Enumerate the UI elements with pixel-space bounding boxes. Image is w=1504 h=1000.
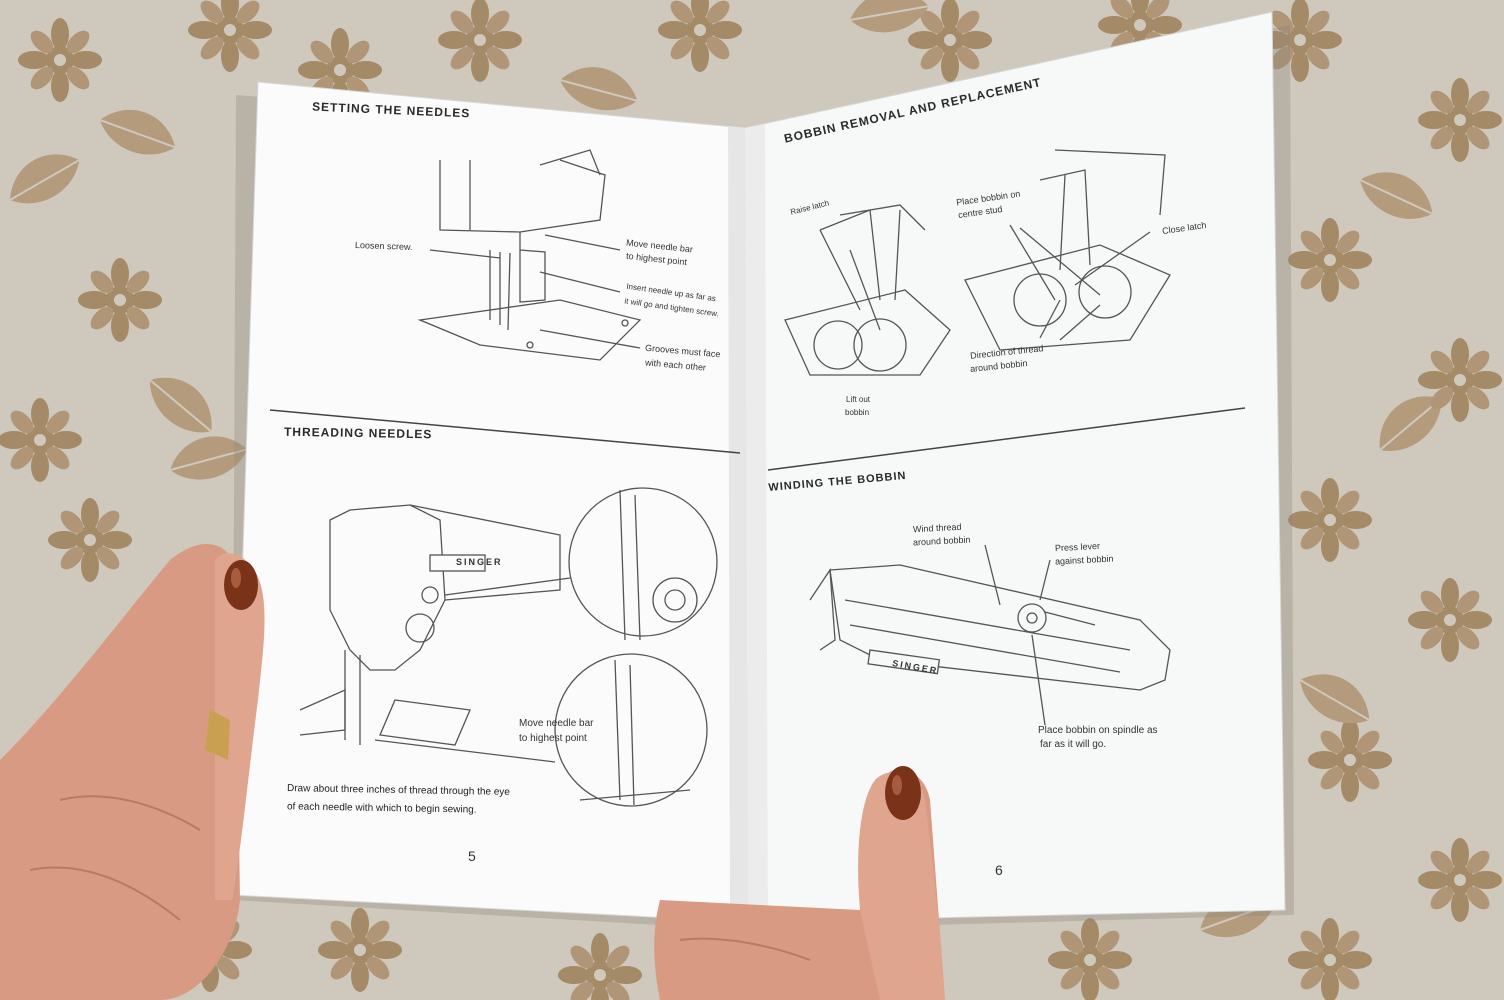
left-thumbnail-icon — [224, 560, 258, 610]
magnify-circle-lower — [554, 653, 708, 807]
bobbin-removal-diagram — [784, 149, 1171, 376]
page-number-right: 6 — [995, 862, 1003, 878]
page-number-left: 5 — [468, 848, 476, 864]
label-place-spindle-2: far as it will go. — [1040, 739, 1107, 750]
right-thumbnail-icon — [885, 766, 921, 820]
left-hand — [0, 543, 240, 1000]
label-lift-out-2: bobbin — [845, 408, 870, 417]
winding-bobbin-diagram — [809, 544, 1171, 726]
left-section-divider — [269, 409, 741, 454]
threading-diagram — [299, 487, 718, 807]
label-threading-move-needle-bar-2: to highest point — [519, 733, 587, 744]
needle-setting-diagram — [417, 149, 642, 361]
label-lift-out-1: Lift out — [846, 395, 871, 404]
singer-badge-left: SINGER — [456, 557, 503, 567]
label-place-spindle-1: Place bobbin on spindle as — [1038, 725, 1158, 736]
label-threading-move-needle-bar-1: Move needle bar — [519, 718, 594, 729]
right-section-divider — [767, 407, 1246, 471]
magnify-circle-upper — [568, 487, 718, 637]
